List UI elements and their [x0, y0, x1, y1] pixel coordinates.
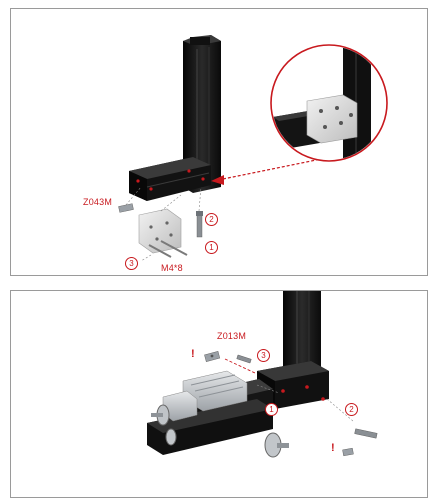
top-assembly-panel: Z043M M4*8 1 2 3: [10, 8, 428, 276]
step-marker-2: 2: [205, 213, 218, 226]
step-marker-1: 1: [205, 241, 218, 254]
screw-label-m4x8: M4*8: [161, 263, 183, 273]
t-nut-part: [204, 350, 221, 362]
bottom-assembly-panel: Z013M ! ! 1 2 3: [10, 290, 428, 498]
top-assembly-illustration: [118, 35, 388, 262]
step-marker-3: 3: [257, 349, 270, 362]
warning-mark: !: [331, 442, 335, 454]
base-bar: [129, 157, 211, 201]
part-label-z013m: Z013M: [217, 331, 247, 341]
bottom-assembly-illustration: [147, 291, 378, 458]
assembly-guide-lines: [125, 186, 202, 262]
warning-mark: !: [191, 348, 195, 360]
screw-parts: [148, 211, 203, 258]
screw-parts: [236, 354, 378, 457]
step-marker-1: 1: [265, 403, 278, 416]
part-label-z043m: Z043M: [83, 197, 113, 207]
detail-zoom-circle: [270, 44, 388, 162]
step-marker-3: 3: [125, 257, 138, 270]
vertical-column: [183, 35, 221, 193]
step-marker-2: 2: [345, 403, 358, 416]
corner-bracket: [138, 208, 182, 254]
assembly-guide-lines: [224, 358, 354, 422]
t-nut-part: [118, 203, 134, 213]
handwheels: [151, 404, 289, 458]
cross-slide-table: [162, 370, 248, 422]
